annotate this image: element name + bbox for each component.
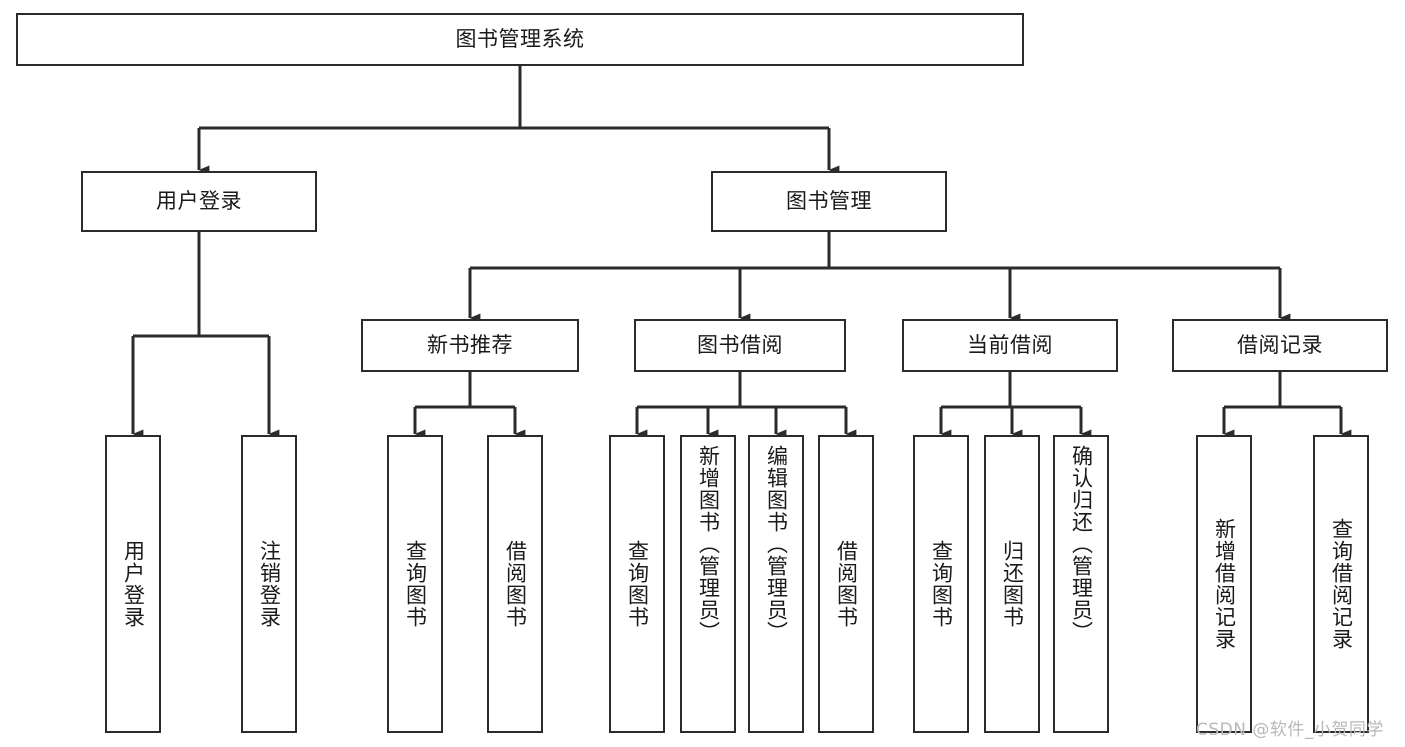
node-leaf-add-book[interactable]: 新增图书（管理员） xyxy=(680,435,736,733)
node-label-leaf-query-rec: 查询借阅记录 xyxy=(1329,518,1354,650)
node-label-leaf-user-login: 用户登录 xyxy=(121,540,146,628)
node-label-leaf-edit-book: 编辑图书（管理员） xyxy=(764,445,789,643)
node-label-leaf-add-book: 新增图书（管理员） xyxy=(696,445,721,643)
node-book-borrow[interactable]: 图书借阅 xyxy=(634,319,846,372)
node-label-leaf-q-book-2: 查询图书 xyxy=(625,540,650,628)
node-user-login[interactable]: 用户登录 xyxy=(81,171,317,232)
node-leaf-borrow-b2[interactable]: 借阅图书 xyxy=(818,435,874,733)
node-new-book-rec[interactable]: 新书推荐 xyxy=(361,319,579,372)
node-label-borrow-record: 借阅记录 xyxy=(1237,332,1323,357)
node-root[interactable]: 图书管理系统 xyxy=(16,13,1024,66)
node-leaf-borrow-b1[interactable]: 借阅图书 xyxy=(487,435,543,733)
node-leaf-query-rec[interactable]: 查询借阅记录 xyxy=(1313,435,1369,733)
node-leaf-edit-book[interactable]: 编辑图书（管理员） xyxy=(748,435,804,733)
node-leaf-add-rec[interactable]: 新增借阅记录 xyxy=(1196,435,1252,733)
node-leaf-q-book-1[interactable]: 查询图书 xyxy=(387,435,443,733)
node-leaf-confirm[interactable]: 确认归还（管理员） xyxy=(1053,435,1109,733)
node-leaf-q-book-3[interactable]: 查询图书 xyxy=(913,435,969,733)
node-label-leaf-add-rec: 新增借阅记录 xyxy=(1212,518,1237,650)
node-label-user-login: 用户登录 xyxy=(156,188,242,213)
node-label-leaf-q-book-3: 查询图书 xyxy=(929,540,954,628)
node-label-leaf-borrow-b1: 借阅图书 xyxy=(503,540,528,628)
node-label-new-book-rec: 新书推荐 xyxy=(427,332,513,357)
node-label-leaf-logout: 注销登录 xyxy=(257,540,282,628)
node-label-root: 图书管理系统 xyxy=(455,26,585,51)
node-label-leaf-confirm: 确认归还（管理员） xyxy=(1069,445,1094,643)
node-label-book-manage: 图书管理 xyxy=(786,188,872,213)
node-leaf-user-login[interactable]: 用户登录 xyxy=(105,435,161,733)
node-label-current-borrow: 当前借阅 xyxy=(967,332,1053,357)
node-leaf-logout[interactable]: 注销登录 xyxy=(241,435,297,733)
node-label-leaf-borrow-b2: 借阅图书 xyxy=(834,540,859,628)
node-leaf-return[interactable]: 归还图书 xyxy=(984,435,1040,733)
node-borrow-record[interactable]: 借阅记录 xyxy=(1172,319,1388,372)
node-book-manage[interactable]: 图书管理 xyxy=(711,171,947,232)
node-current-borrow[interactable]: 当前借阅 xyxy=(902,319,1118,372)
node-label-leaf-return: 归还图书 xyxy=(1000,540,1025,628)
node-leaf-q-book-2[interactable]: 查询图书 xyxy=(609,435,665,733)
node-label-leaf-q-book-1: 查询图书 xyxy=(403,540,428,628)
node-label-book-borrow: 图书借阅 xyxy=(697,332,783,357)
